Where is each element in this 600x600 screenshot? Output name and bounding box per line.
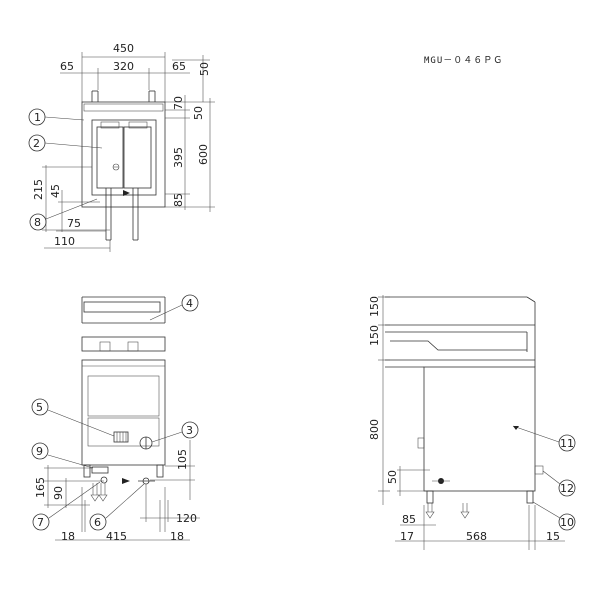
- dim-side-50: 50: [386, 470, 399, 484]
- callout-circle-3: [181, 421, 199, 439]
- dim-side-800: 800: [368, 419, 381, 440]
- callout-5: 5: [36, 401, 43, 414]
- dim-70: 70: [172, 96, 185, 110]
- dim-18-right: 18: [170, 530, 184, 543]
- callout-12: 12: [560, 482, 574, 495]
- dim-top-50: 50: [198, 62, 211, 76]
- callout-8: 8: [34, 216, 41, 229]
- callout-circle-6: [89, 513, 107, 531]
- callout-circle-9: [31, 442, 49, 460]
- dim-415: 415: [106, 530, 127, 543]
- dim-side-150: 150: [368, 325, 381, 346]
- callout-2: 2: [33, 137, 40, 150]
- dim-45: 45: [49, 184, 62, 198]
- callout-1: 1: [34, 111, 41, 124]
- dim-side-568: 568: [466, 530, 487, 543]
- dim-side-15: 15: [546, 530, 560, 543]
- callout-circle-10: [558, 513, 576, 531]
- callout-circle-8: [29, 213, 47, 231]
- dim-75: 75: [67, 217, 81, 230]
- top-view: 450 65 320 65 50: [28, 42, 215, 252]
- dim-side-150-top: 150: [368, 296, 381, 317]
- dim-side-17: 17: [400, 530, 414, 543]
- dim-overall-width: 450: [113, 42, 134, 55]
- dim-120: 120: [176, 512, 197, 525]
- callout-circle-11: [558, 434, 576, 452]
- dim-395: 395: [172, 147, 185, 168]
- callout-circle-4: [181, 294, 199, 312]
- dim-left-margin: 65: [60, 60, 74, 73]
- callout-circle-5: [31, 398, 49, 416]
- dim-165: 165: [34, 477, 47, 498]
- callout-4: 4: [186, 297, 193, 310]
- dim-215: 215: [32, 179, 45, 200]
- callout-11: 11: [560, 437, 574, 450]
- model-number: MGU－０４６ＰＧ: [424, 56, 503, 66]
- dim-side-85: 85: [402, 513, 416, 526]
- dim-50: 50: [192, 106, 205, 120]
- front-view: 105 120 165 90 18 415 18 4 5 3 9 7: [31, 294, 200, 543]
- callout-circle-12: [558, 479, 576, 497]
- dim-90: 90: [52, 486, 65, 500]
- callout-6: 6: [94, 516, 101, 529]
- dim-110: 110: [54, 235, 75, 248]
- dim-105: 105: [176, 449, 189, 470]
- dim-depth-600: 600: [197, 144, 210, 165]
- dim-right-margin: 65: [172, 60, 186, 73]
- callout-9: 9: [36, 445, 43, 458]
- callout-10: 10: [560, 516, 574, 529]
- dim-18-left: 18: [61, 530, 75, 543]
- side-view: 150 150 800 50 85 17 568 15 11 12 10: [368, 295, 576, 550]
- dim-85: 85: [172, 193, 185, 207]
- dim-inner-width: 320: [113, 60, 134, 73]
- callout-7: 7: [37, 516, 44, 529]
- callout-3: 3: [186, 424, 193, 437]
- callout-circle-7: [32, 513, 50, 531]
